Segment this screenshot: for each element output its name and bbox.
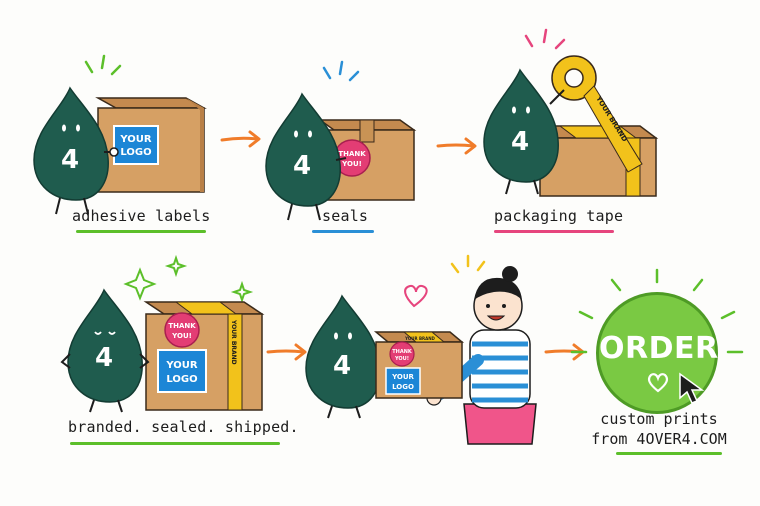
sparkle-lines — [84, 54, 122, 76]
arrow-1 — [220, 130, 261, 148]
tape4-text: YOUR BRAND — [230, 319, 237, 365]
order-label: ORDER — [599, 331, 719, 366]
step5-illustration: 4 YOUR BRAND THANK YOU — [305, 254, 537, 445]
step1-illustration: YOUR LOGO 4 — [33, 54, 207, 215]
caption-branded-sealed-shipped: branded. sealed. shipped. — [68, 418, 299, 436]
heart-icon — [404, 284, 428, 308]
caption-packaging-tape: packaging tape — [494, 207, 624, 225]
caption-seals: seals — [322, 207, 369, 225]
step3-illustration: YOUR BRAND 4 — [483, 28, 659, 197]
mascot1-number: 4 — [61, 145, 79, 175]
seal2-line1: THANK — [338, 150, 366, 158]
seal4-line1: THANK — [168, 322, 196, 330]
seal-sticker-5: THANK YOU! — [389, 341, 415, 367]
mascot5-number: 4 — [333, 351, 351, 381]
mascot-3: 4 — [483, 69, 565, 195]
sparkle-lines — [322, 60, 360, 82]
tape5-text: YOUR BRAND — [404, 336, 435, 341]
label4-line2: LOGO — [166, 374, 197, 385]
label4-line1: YOUR — [165, 360, 198, 371]
arrow-2 — [436, 137, 477, 155]
caption-underline — [616, 452, 722, 455]
label1-line1: YOUR — [119, 134, 152, 145]
caption-underline — [70, 442, 280, 445]
mascot4-number: 4 — [95, 343, 113, 373]
seal5-line1: THANK — [392, 349, 413, 355]
seal-sticker-4: THANK YOU! — [164, 312, 200, 348]
step4-illustration: YOUR BRAND THANK YOU! YOUR LOGO 4 — [60, 254, 265, 413]
order-burst-lines — [570, 268, 744, 354]
logo-label-5: YOUR LOGO — [385, 367, 421, 395]
mascot-2: 4 — [265, 93, 347, 221]
logo-label-1: YOUR LOGO — [113, 125, 159, 165]
logo-label-4: YOUR LOGO — [157, 349, 207, 393]
seal2-line2: YOU! — [341, 160, 362, 168]
seal-sticker-2: THANK YOU! — [333, 139, 371, 177]
mascot2-number: 4 — [293, 151, 311, 181]
caption-adhesive-labels: adhesive labels — [72, 207, 211, 225]
seal5-line2: YOU! — [394, 356, 409, 362]
sparkles — [123, 254, 254, 304]
excitement-lines — [450, 254, 486, 274]
order-caption-line1: custom prints — [600, 410, 718, 428]
heart-icon — [647, 373, 669, 393]
label5-line1: YOUR — [391, 373, 414, 381]
caption-underline — [494, 230, 614, 233]
mascot-5: 4 — [305, 295, 381, 419]
label5-line2: LOGO — [392, 383, 414, 391]
caption-underline — [76, 230, 206, 233]
cursor-arrow-icon — [679, 372, 705, 404]
order-caption-line2: from 4OVER4.COM — [591, 430, 727, 448]
mascot-4: 4 — [60, 289, 150, 413]
arrow-3 — [266, 343, 307, 361]
mascot3-number: 4 — [511, 127, 529, 157]
sparkle-lines — [524, 28, 566, 50]
caption-underline — [312, 230, 374, 233]
seal4-line2: YOU! — [171, 332, 192, 340]
order-button[interactable]: ORDER — [596, 292, 718, 414]
step2-illustration: THANK YOU! 4 — [265, 60, 417, 221]
label1-line2: LOGO — [120, 147, 151, 158]
mascot-1: 4 — [33, 87, 119, 215]
